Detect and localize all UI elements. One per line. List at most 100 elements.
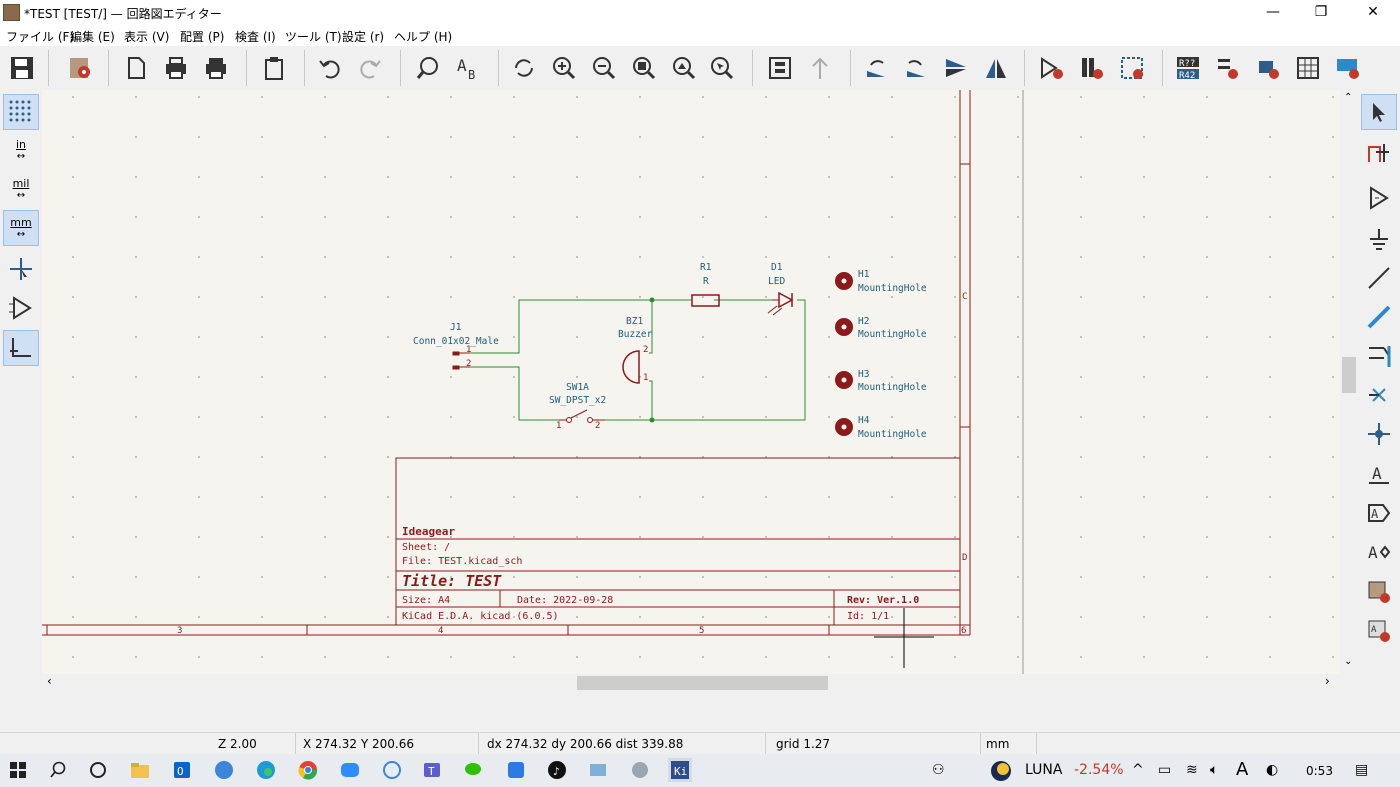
scroll-left-icon[interactable]: ‹ [47,674,52,688]
add-label-icon[interactable]: A [1361,456,1397,492]
import-sheet-pin-icon[interactable]: A [1361,613,1397,649]
vertical-scrollbar[interactable]: ⌃ ⌄ [1340,90,1358,674]
assign-footprints-icon[interactable] [1252,52,1284,84]
annotate-icon[interactable] [1116,52,1148,84]
h1-value[interactable]: MountingHole [858,283,927,294]
app-shield-icon[interactable] [504,758,528,782]
app-window-icon[interactable] [586,758,610,782]
close-button[interactable]: ✕ [1367,4,1379,20]
scroll-right-icon[interactable]: › [1325,674,1330,688]
h3-value[interactable]: MountingHole [858,382,927,393]
kicad-taskbar-icon[interactable]: Ki [668,758,692,782]
chevron-up-icon[interactable]: ^ [1132,762,1144,778]
add-power-icon[interactable] [1361,221,1397,257]
app-network-icon[interactable] [380,758,404,782]
menu-inspect[interactable]: 検査 (I) [235,30,276,44]
add-global-label-icon[interactable]: A [1361,495,1397,531]
menu-tools[interactable]: ツール (T) [285,30,342,44]
j1-ref[interactable]: J1 [450,322,462,333]
sw1a-ref[interactable]: SW1A [566,382,589,393]
h2-value[interactable]: MountingHole [858,329,927,340]
r1-value[interactable]: R [703,276,709,287]
menu-preferences[interactable]: 設定 (r) [342,30,385,44]
scroll-up-icon[interactable]: ⌃ [1344,92,1353,103]
search-icon[interactable] [46,758,70,782]
page-settings-icon[interactable] [120,52,152,84]
file-explorer-icon[interactable] [128,758,152,782]
r1-ref[interactable]: R1 [700,262,712,273]
refresh-icon[interactable] [508,52,540,84]
hierarchy-navigator-icon[interactable] [764,52,796,84]
clock[interactable]: 0:53 [1306,764,1333,778]
add-bus-entry-icon[interactable] [1361,338,1397,374]
paste-icon[interactable] [258,52,290,84]
line-mode-icon[interactable] [3,330,39,366]
h4-ref[interactable]: H4 [858,415,870,426]
cursor-crosshair-icon[interactable] [3,251,39,287]
add-sheet-icon[interactable] [1361,574,1397,610]
mirror-horizontal-icon[interactable] [980,52,1012,84]
wechat-icon[interactable] [462,758,486,782]
zoom-in-icon[interactable] [548,52,580,84]
add-bus-icon[interactable] [1361,299,1397,335]
menu-file[interactable]: ファイル (F) [6,30,75,44]
minimize-button[interactable]: — [1266,4,1280,20]
highlight-net-icon[interactable] [1361,134,1397,170]
grid-toggle-icon[interactable] [3,94,39,130]
notification-icon[interactable]: ▤ [1355,762,1369,778]
zoom-selection-icon[interactable] [706,52,738,84]
sw1a-value[interactable]: SW_DPST_x2 [549,395,606,406]
mirror-vertical-icon[interactable] [940,52,972,84]
no-connect-icon[interactable] [1361,377,1397,413]
schematic-setup-icon[interactable] [64,52,96,84]
units-mil-button[interactable]: mil↔ [12,177,30,201]
hidden-pins-icon[interactable] [3,290,39,326]
print-icon[interactable] [160,52,192,84]
add-wire-icon[interactable] [1361,260,1397,296]
rotate-ccw-icon[interactable] [860,52,892,84]
symbol-editor-icon[interactable] [1036,52,1068,84]
edge-icon[interactable] [254,758,278,782]
plot-icon[interactable] [200,52,232,84]
bz1-ref[interactable]: BZ1 [626,316,643,327]
app-blue-icon[interactable] [212,758,236,782]
zoom-objects-icon[interactable] [668,52,700,84]
horizontal-scroll-thumb[interactable] [577,676,828,690]
task-view-icon[interactable] [86,758,110,782]
menu-edit[interactable]: 編集 (E) [70,30,115,44]
teams-icon[interactable]: T [420,758,444,782]
select-tool-icon[interactable] [1361,94,1397,130]
volume-icon[interactable]: 🔈︎ [1210,762,1219,778]
zoom-app-icon[interactable] [338,758,362,782]
maximize-button[interactable]: ❐ [1314,4,1328,20]
wifi-icon[interactable]: ≋ [1186,762,1198,778]
find-icon[interactable] [412,52,444,84]
zoom-out-icon[interactable] [588,52,620,84]
schematic-canvas[interactable]: R1 R D1 LED J1 Conn_01x02_Male BZ1 Buzze… [42,90,1340,674]
chrome-icon[interactable] [296,758,320,782]
app-tools-icon[interactable] [628,758,652,782]
save-icon[interactable] [6,52,38,84]
generate-bom-icon[interactable] [1332,52,1364,84]
rotate-cw-icon[interactable] [900,52,932,84]
menu-view[interactable]: 表示 (V) [124,30,170,44]
d1-ref[interactable]: D1 [771,262,783,273]
annotate-refs-icon[interactable]: R??R42 [1172,52,1204,84]
units-inch-button[interactable]: in↔ [15,138,27,162]
j1-value[interactable]: Conn_01x02_Male [413,336,499,347]
menu-help[interactable]: ヘルプ (H) [394,30,453,44]
d1-value[interactable]: LED [768,276,785,287]
people-icon[interactable]: ⚇ [932,762,945,778]
menu-place[interactable]: 配置 (P) [180,30,225,44]
scroll-down-icon[interactable]: ⌄ [1344,656,1353,667]
vertical-scroll-thumb[interactable] [1342,357,1356,393]
horizontal-scrollbar[interactable]: ‹ › [42,674,1340,692]
add-symbol-icon[interactable] [1361,180,1397,216]
add-hierarchical-label-icon[interactable]: A [1361,534,1397,570]
redo-icon[interactable] [354,52,386,84]
leave-sheet-icon[interactable] [804,52,836,84]
zoom-fit-icon[interactable] [628,52,660,84]
symbol-library-icon[interactable] [1076,52,1108,84]
bom-table-icon[interactable] [1292,52,1324,84]
